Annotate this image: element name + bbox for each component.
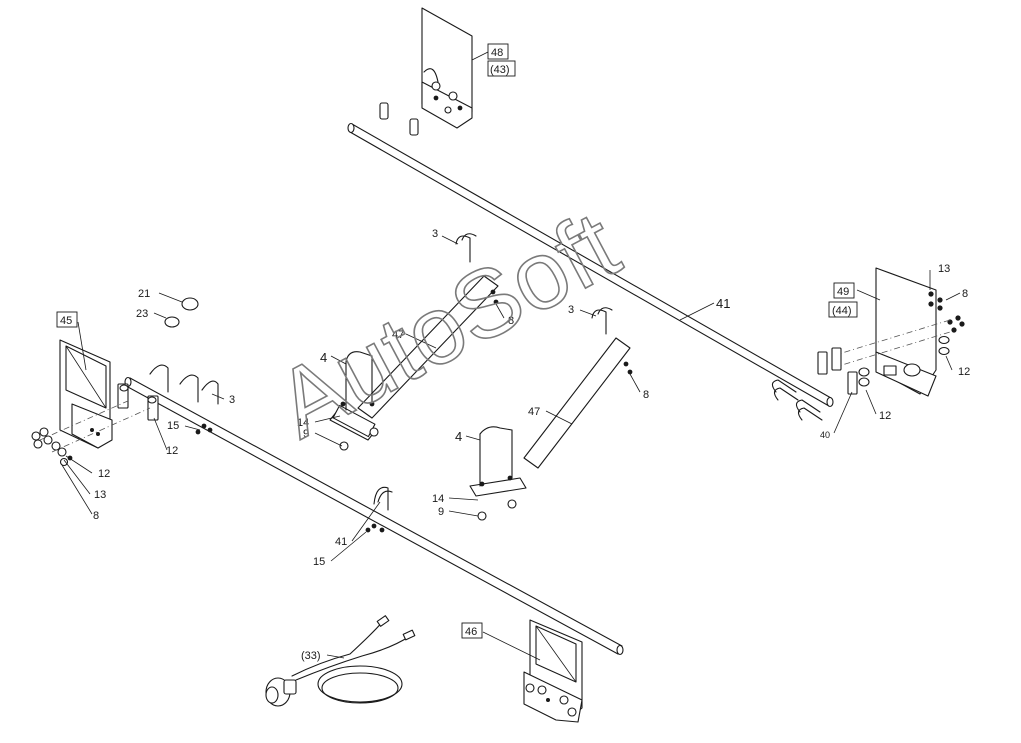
- wiring-harness: [265, 615, 416, 707]
- callout-41-upper: 41: [716, 296, 730, 311]
- callout-15-lower: 15: [313, 556, 325, 568]
- callout-8-left-arm: 8: [508, 315, 514, 327]
- left-support-arm: [329, 233, 499, 451]
- top-bracket-plate: [379, 7, 489, 136]
- left-bracket-plate: [31, 339, 219, 467]
- callout-3-left-bracket: 3: [229, 394, 235, 406]
- callout-47-left: 47: [392, 329, 404, 341]
- callout-47-right: 47: [528, 406, 540, 418]
- callout-8-right-bracket: 8: [962, 288, 968, 300]
- callout-12-right-a: 12: [958, 366, 970, 378]
- callout-13-right: 13: [938, 263, 950, 275]
- watermark: AutoSoft: [260, 191, 635, 458]
- callout-44: (44): [832, 305, 852, 317]
- leader-lines: [61, 235, 961, 661]
- callout-46: 46: [465, 626, 477, 638]
- callout-48: 48: [491, 47, 503, 59]
- callout-23: 23: [136, 308, 148, 320]
- reflectors: [164, 297, 199, 328]
- callout-3-right-arm: 3: [568, 304, 574, 316]
- callout-13-left: 13: [94, 489, 106, 501]
- callout-3-left-arm: 3: [432, 228, 438, 240]
- callout-9-right: 9: [438, 506, 444, 518]
- callout-40: 40: [820, 430, 830, 440]
- callout-33: (33): [301, 650, 321, 662]
- callout-12-left-a: 12: [166, 445, 178, 457]
- callout-43: (43): [490, 64, 510, 76]
- callout-45: 45: [60, 315, 72, 327]
- callout-8-left-bracket: 8: [93, 510, 99, 522]
- callout-12-left-b: 12: [98, 468, 110, 480]
- right-support-arm: [469, 307, 633, 521]
- callout-15-left: 15: [167, 420, 179, 432]
- callout-21: 21: [138, 288, 150, 300]
- callout-8-right-arm: 8: [643, 389, 649, 401]
- upper-beam: [347, 122, 834, 408]
- callout-14-right: 14: [432, 493, 444, 505]
- callout-4-left: 4: [320, 350, 327, 365]
- callout-4-right: 4: [455, 429, 462, 444]
- callout-9-left: 9: [303, 428, 309, 440]
- callouts: 48 (43) 49 (44) 45 46 41 41 3 3 3 4 4 8 …: [56, 43, 970, 662]
- right-bracket-plate: [771, 267, 965, 421]
- callout-41-lower: 41: [335, 536, 347, 548]
- bottom-bracket-plate: [523, 619, 583, 723]
- callout-49: 49: [837, 286, 849, 298]
- lower-beam-ubolt: [365, 486, 393, 533]
- callout-12-right-b: 12: [879, 410, 891, 422]
- callout-14-left: 14: [297, 417, 309, 429]
